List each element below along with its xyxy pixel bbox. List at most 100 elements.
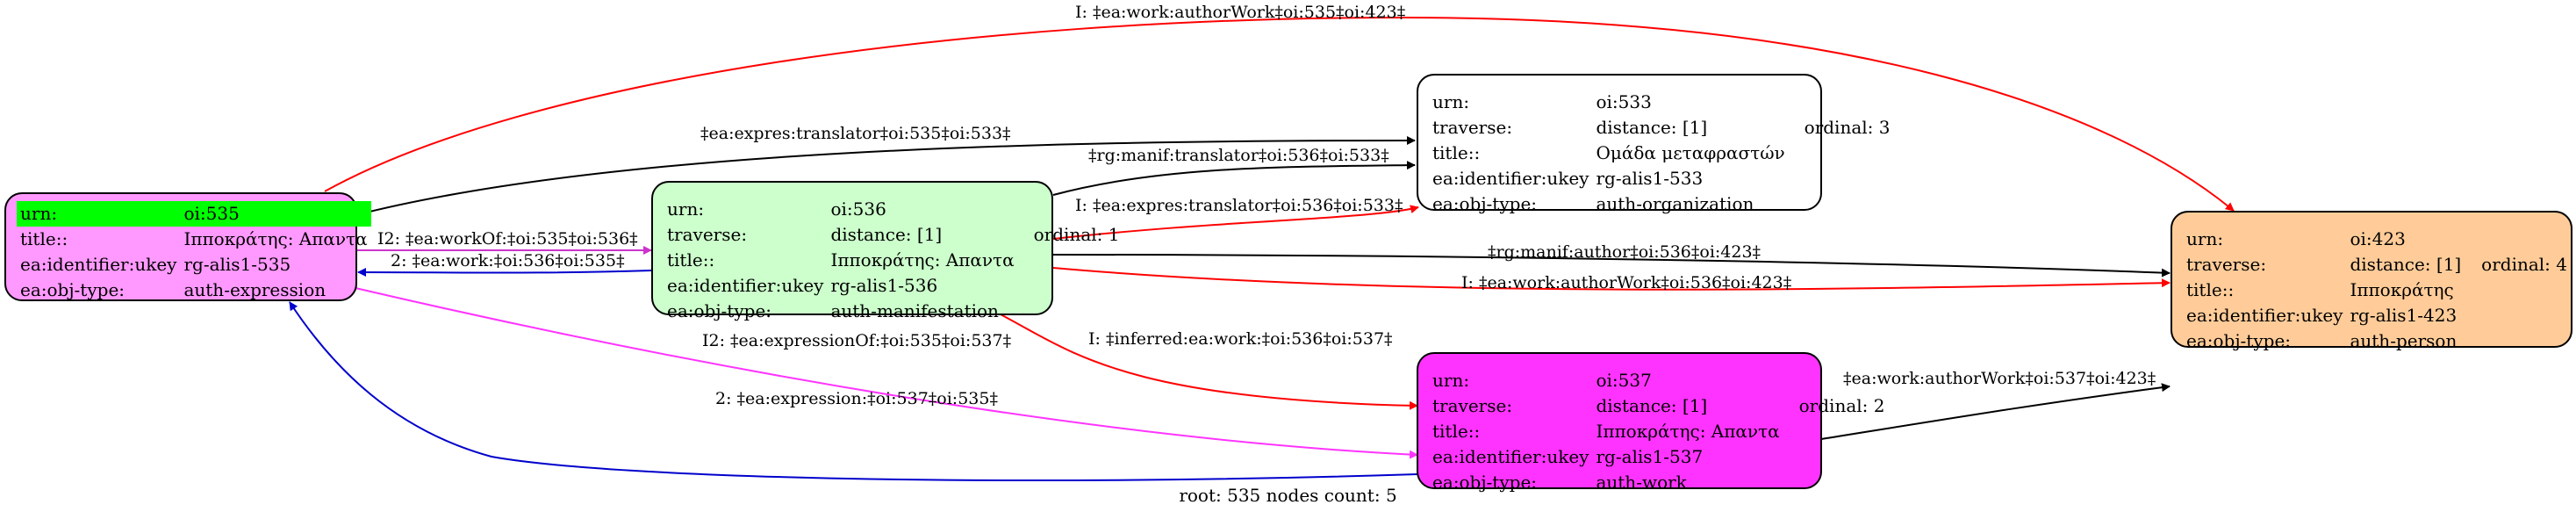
node-oi-537[interactable]: urn:oi:537 traverse:distance: [1]ordinal… <box>1417 352 1884 493</box>
node-row-objtype: ea:obj-type: auth-person <box>2183 328 2571 354</box>
row-key: title:: <box>1432 142 1481 163</box>
row-key: urn: <box>2186 228 2224 249</box>
row-key: title:: <box>1432 421 1481 442</box>
row-value: Ιπποκράτης: Απαντα <box>183 228 368 249</box>
row-value: rg-alis1-535 <box>183 254 291 275</box>
node-oi-535[interactable]: urn: oi:535 title:: Ιπποκράτης: Απαντα e… <box>4 192 371 301</box>
edge-translator-536-533 <box>1052 161 1416 196</box>
row-key: ea:obj-type: <box>667 300 772 321</box>
row-key: ea:obj-type: <box>20 279 126 300</box>
node-row-title: title::Ιπποκράτης: Απαντα <box>1429 419 1888 444</box>
node-oi-423[interactable]: urn:oi:423 traverse:distance: [1]ordinal… <box>2171 211 2572 351</box>
edge-work-536-535 <box>357 268 652 278</box>
row-extra: ordinal: 1 <box>1033 224 1120 245</box>
row-value: rg-alis1-423 <box>2350 305 2458 326</box>
node-row-traverse: traverse: distance: [1] ordinal: 1 <box>664 222 1123 248</box>
edge-authorwork-535-423 <box>324 16 2235 212</box>
row-value: Ιπποκράτης: Απαντα <box>1596 421 1780 442</box>
row-value: Ιπποκράτης: Απαντα <box>830 249 1015 270</box>
row-key: traverse: <box>1432 395 1513 416</box>
node-row-urn: urn: oi:536 <box>664 197 1123 222</box>
row-extra <box>1018 248 1123 273</box>
row-extra <box>1789 166 1894 191</box>
edge-author-536-423 <box>1052 254 2171 278</box>
edge-label: I: ‡ea:expres:translator‡oi:536‡oi:533‡ <box>1075 196 1403 215</box>
row-key: urn: <box>17 201 181 227</box>
graph-footer: root: 535 nodes count: 5 <box>1179 485 1397 506</box>
row-key: ea:obj-type: <box>2186 330 2292 351</box>
edge-inferred-translator-536-533 <box>1052 205 1419 240</box>
row-key: ea:identifier:ukey <box>1432 446 1589 467</box>
node-row-title: title:: Ιπποκράτης: Απαντα <box>17 227 371 252</box>
edge-label: I2: ‡ea:workOf:‡oi:535‡oi:536‡ <box>377 229 638 249</box>
row-key: ea:obj-type: <box>1432 472 1538 493</box>
node-row-title: title::Ιπποκράτης <box>2183 278 2571 303</box>
node-oi-536[interactable]: urn: oi:536 traverse: distance: [1] ordinal… <box>651 181 1119 321</box>
row-value: oi:535 <box>180 201 371 227</box>
node-row-traverse: traverse: distance: [1] ordinal: 3 <box>1429 115 1893 141</box>
row-key: title:: <box>20 228 68 249</box>
row-value: distance: [1] <box>2350 254 2462 275</box>
row-value: oi:533 <box>1596 91 1652 112</box>
row-extra <box>1789 141 1894 166</box>
row-value: auth-person <box>2350 330 2458 351</box>
row-value: auth-expression <box>183 279 326 300</box>
node-oi-533[interactable]: urn: oi:533 traverse: distance: [1] ordinal… <box>1417 74 1890 214</box>
node-row-urn: urn:oi:423 <box>2183 227 2571 252</box>
node-row-objtype: ea:obj-type:auth-work <box>1429 470 1888 495</box>
edge-label: I2: ‡ea:expressionOf:‡oi:535‡oi:537‡ <box>702 331 1011 350</box>
row-extra <box>2465 303 2571 328</box>
row-value: rg-alis1-536 <box>830 275 938 296</box>
row-value: distance: [1] <box>1596 117 1708 138</box>
row-key: urn: <box>1432 370 1470 391</box>
row-extra <box>2465 328 2571 354</box>
row-extra: ordinal: 4 <box>2481 254 2567 275</box>
row-key: urn: <box>1432 91 1470 112</box>
edge-label: I: ‡inferred:ea:work:‡oi:536‡oi:537‡ <box>1088 329 1393 349</box>
row-value: oi:536 <box>830 198 886 220</box>
node-row-traverse: traverse:distance: [1]ordinal: 4 <box>2183 252 2571 278</box>
edge-label: ‡ea:work:authorWork‡oi:537‡oi:423‡ <box>1843 369 2156 388</box>
node-row-objtype: ea:obj-type: auth-organization <box>1429 191 1893 217</box>
row-key: traverse: <box>667 224 748 245</box>
edge-inferred-work-536-537 <box>1000 314 1418 410</box>
row-key: ea:obj-type: <box>1432 193 1538 214</box>
node-row-urn: urn: oi:533 <box>1429 90 1893 115</box>
row-value: distance: [1] <box>1596 395 1708 416</box>
edge-label: I: ‡ea:work:authorWork‡oi:536‡oi:423‡ <box>1461 273 1791 292</box>
node-row-urn: urn:oi:537 <box>1429 368 1888 393</box>
row-extra <box>2465 227 2571 252</box>
row-extra <box>1018 299 1123 324</box>
edge-label: ‡ea:expres:translator‡oi:535‡oi:533‡ <box>700 124 1011 143</box>
edge-label: 2: ‡ea:expression:‡oi:537‡oi:535‡ <box>715 389 998 408</box>
edge-label: ‡rg:manif:author‡oi:536‡oi:423‡ <box>1488 242 1761 262</box>
row-key: ea:identifier:ukey <box>1432 168 1589 189</box>
row-key: urn: <box>667 198 705 220</box>
row-value: Ομάδα μεταφραστών <box>1596 142 1785 163</box>
edge-expression-537-535 <box>289 301 1418 482</box>
row-key: ea:identifier:ukey <box>2186 305 2343 326</box>
row-key: title:: <box>2186 279 2235 300</box>
row-extra: ordinal: 2 <box>1798 395 1885 416</box>
row-key: title:: <box>667 249 715 270</box>
row-extra <box>1783 444 1889 470</box>
edge-expressionof-535-537 <box>355 287 1418 459</box>
row-value: Ιπποκράτης <box>2350 279 2454 300</box>
edge-label: I: ‡ea:work:authorWork‡oi:535‡oi:423‡ <box>1075 3 1405 22</box>
edge-label: 2: ‡ea:work:‡oi:536‡oi:535‡ <box>391 251 625 270</box>
row-key: ea:identifier:ukey <box>667 275 824 296</box>
row-extra <box>2465 278 2571 303</box>
row-key: ea:identifier:ukey <box>20 254 177 275</box>
row-key: traverse: <box>1432 117 1513 138</box>
row-extra: ordinal: 3 <box>1804 117 1891 138</box>
node-row-objtype: ea:obj-type: auth-manifestation <box>664 299 1123 324</box>
row-value: distance: [1] <box>830 224 943 245</box>
row-value: auth-organization <box>1596 193 1754 214</box>
node-row-identifier: ea:identifier:ukey rg-alis1-536 <box>664 273 1123 299</box>
edge-authorwork-537-423 <box>1820 383 2171 440</box>
node-row-title: title::Ιπποκράτης: Απαντα <box>664 248 1123 273</box>
row-value: auth-manifestation <box>830 300 999 321</box>
